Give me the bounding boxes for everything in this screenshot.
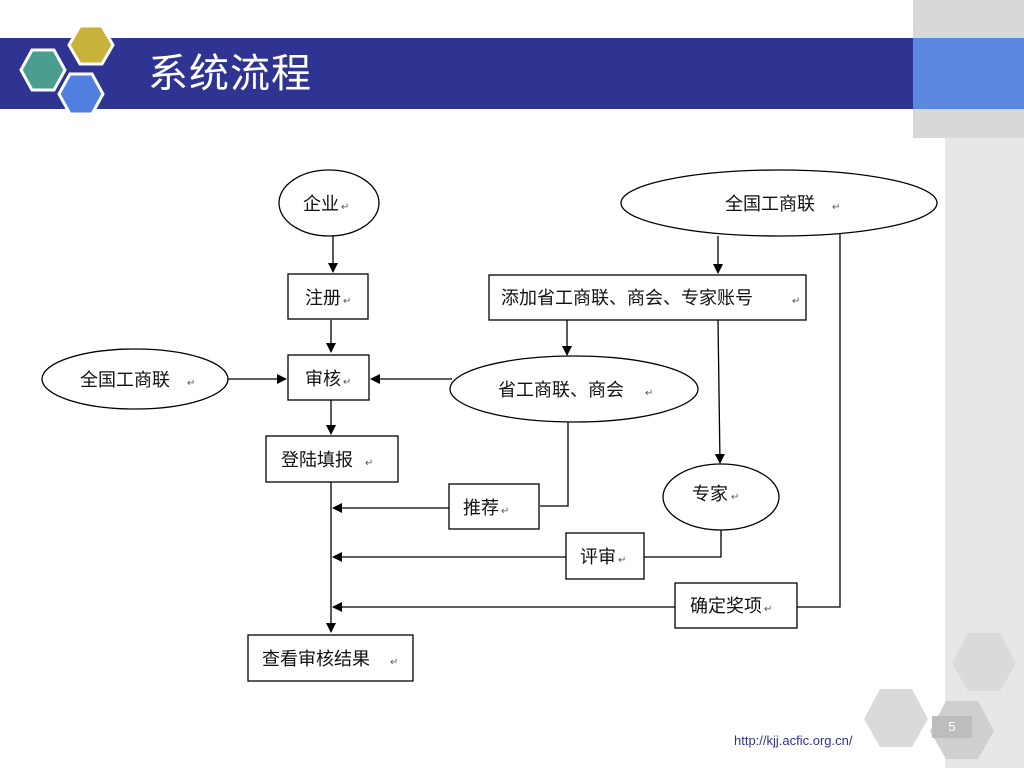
label-confirm-award: 确定奖项 [690,596,762,617]
edge-expert-evaluate [644,530,722,558]
page-number: 5 [932,716,972,738]
title-accent-block [913,38,1024,109]
node-expert [662,463,780,531]
hexagon-logo-icon [19,24,115,116]
edge-add-expert [714,319,725,464]
label-evaluate: 评审 [580,547,616,568]
node-recommend [448,483,540,530]
label-add-accounts: 添加省工商联、商会、专家账号 [501,288,753,309]
footer-url-link[interactable]: http://kjj.acfic.org.cn/ [734,733,853,748]
paragraph-mark: ↵ [764,604,772,615]
paragraph-mark: ↵ [341,202,349,213]
paragraph-mark: ↵ [390,657,398,668]
paragraph-mark: ↵ [187,378,195,389]
label-recommend: 推荐 [463,498,499,519]
slide-title: 系统流程 [148,51,312,97]
node-enterprise [278,169,380,237]
label-register: 注册 [305,288,341,309]
label-review: 审核 [305,369,341,390]
label-login-fill: 登陆填报 [281,450,353,471]
node-view-result [247,634,414,682]
paragraph-mark: ↵ [618,555,626,566]
label-provincial: 省工商联、商会 [498,380,624,401]
label-expert: 专家 [692,484,728,505]
paragraph-mark: ↵ [832,202,840,213]
node-login-fill [265,435,399,483]
paragraph-mark: ↵ [645,388,653,399]
label-view-result: 查看审核结果 [262,649,370,670]
node-evaluate [565,532,645,580]
node-register [287,273,369,320]
node-review [287,354,370,401]
node-add-accounts [488,274,807,321]
paragraph-mark: ↵ [365,458,373,469]
paragraph-mark: ↵ [792,296,800,307]
edge-provincial-recommend [540,422,569,507]
paragraph-mark: ↵ [731,492,739,503]
slide-content-area [0,138,945,768]
hexagon-decoration-icon [864,633,1016,759]
node-acfic-top [620,169,938,237]
paragraph-mark: ↵ [343,296,351,307]
edge-acfictop-confirm [797,230,841,608]
title-band [0,38,913,109]
paragraph-mark: ↵ [343,377,351,388]
node-provincial [449,355,699,423]
label-enterprise: 企业 [303,194,339,215]
label-acfic-top: 全国工商联 [725,194,815,215]
connectors [228,230,841,633]
label-acfic-left: 全国工商联 [80,370,170,391]
node-confirm-award [674,582,798,629]
paragraph-mark: ↵ [501,506,509,517]
node-acfic-left [41,348,229,410]
